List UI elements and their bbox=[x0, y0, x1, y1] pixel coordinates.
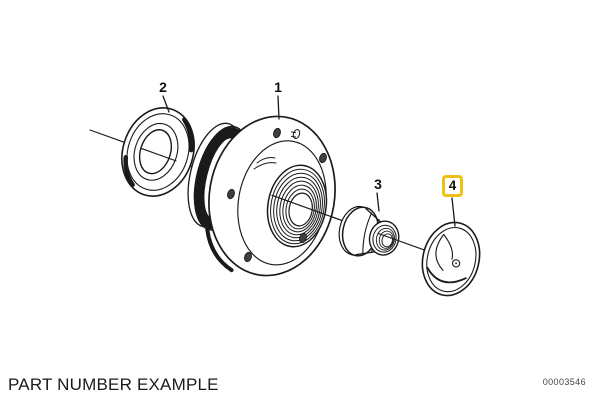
hub-slotted-hole bbox=[291, 129, 301, 139]
hub-casting-marks bbox=[253, 157, 277, 170]
leader-lines bbox=[162, 95, 456, 227]
leader-line-3 bbox=[376, 192, 380, 212]
caption-part-number-example: PART NUMBER EXAMPLE bbox=[8, 375, 219, 394]
part-label-4-highlighted[interactable]: 4 bbox=[442, 175, 463, 197]
part-label-1[interactable]: 1 bbox=[274, 79, 282, 95]
part-label-2[interactable]: 2 bbox=[159, 79, 167, 95]
collar-nut-drawing bbox=[338, 205, 400, 257]
dust-cap-drawing bbox=[421, 221, 481, 297]
hub-bolt-holes bbox=[227, 127, 327, 263]
document-number: 00003546 bbox=[542, 377, 586, 387]
part-label-3[interactable]: 3 bbox=[374, 176, 382, 192]
axis-line-through-nut bbox=[377, 232, 400, 242]
leader-line-1 bbox=[277, 95, 280, 120]
axis-line-through-bore bbox=[271, 194, 342, 221]
grease-seal-ring-drawing bbox=[121, 107, 195, 197]
leader-line-4 bbox=[451, 197, 456, 227]
axis-line-through-seal bbox=[140, 147, 177, 162]
leader-line-2 bbox=[162, 95, 170, 113]
